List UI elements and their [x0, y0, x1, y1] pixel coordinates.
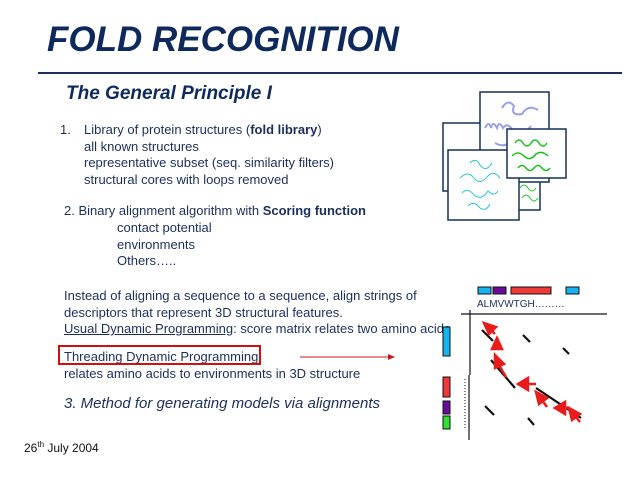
- protein-structures-image: [442, 91, 567, 221]
- threading-dp-label: Threading Dynamic Programming: [64, 349, 259, 364]
- title-divider: [38, 72, 622, 74]
- usual-dp-text: : score matrix relates two amino acids: [233, 321, 451, 337]
- item-1-heading: Library of protein structures (fold libr…: [84, 122, 334, 139]
- segment-purple: [492, 286, 507, 295]
- highlight-box: [58, 345, 261, 365]
- item-1-sub: structural cores with loops removed: [84, 171, 289, 187]
- item-2-prefix: 2. Binary alignment algorithm with: [64, 203, 263, 218]
- segment-purple-v: [442, 400, 451, 415]
- date-rest: July 2004: [44, 441, 99, 455]
- segment-green-v: [442, 415, 451, 430]
- date-suffix: th: [37, 440, 45, 449]
- paragraph-line: descriptors that represent 3D structural…: [64, 304, 343, 320]
- item-1-sub: all known structures: [84, 138, 199, 154]
- item-2-sub: Others…..: [117, 253, 177, 269]
- item-1: Library of protein structures (fold libr…: [84, 122, 334, 188]
- item-1-suffix: ): [317, 122, 322, 137]
- item-2-sub: environments: [117, 236, 196, 252]
- segment-cyan: [477, 286, 492, 295]
- item-1-sub: representative subset (seq. similarity f…: [84, 155, 334, 171]
- threading-dp-text: relates amino acids to environments in 3…: [64, 365, 361, 381]
- item-2-subs: contact potential environments Others…..: [117, 220, 212, 270]
- segment-cyan-v: [442, 326, 451, 357]
- slide-title: FOLD RECOGNITION: [47, 20, 399, 59]
- threading-paragraph: Threading Dynamic Programming: relates a…: [64, 349, 360, 382]
- item-1-prefix: Library of protein structures (: [84, 122, 251, 137]
- pointer-arrow: [300, 354, 395, 360]
- segment-cyan: [565, 286, 580, 295]
- item-1-number: 1.: [60, 122, 71, 137]
- item-2-sub: contact potential: [117, 220, 212, 235]
- paragraph-line: Instead of aligning a sequence to a sequ…: [64, 288, 417, 303]
- threading-matrix-diagram: [442, 286, 607, 440]
- explanation-paragraph: Instead of aligning a sequence to a sequ…: [64, 288, 451, 338]
- slide-subtitle: The General Principle I: [66, 83, 272, 104]
- usual-dp-label: Usual Dynamic Programming: [64, 321, 234, 337]
- segment-red: [510, 286, 552, 295]
- item-1-bold: fold library: [250, 122, 318, 137]
- item-2-heading: 2. Binary alignment algorithm with Scori…: [64, 203, 366, 220]
- slide-date: 26th July 2004: [24, 440, 99, 455]
- item-3: 3. Method for generating models via alig…: [64, 395, 381, 412]
- date-day: 26: [24, 441, 38, 455]
- sequence-label: ALMVWTGH………: [477, 299, 565, 310]
- item-2-bold: Scoring function: [262, 203, 366, 218]
- usual-dp-line: Usual Dynamic Programming: score matrix …: [64, 321, 451, 338]
- segment-red-v: [442, 376, 451, 398]
